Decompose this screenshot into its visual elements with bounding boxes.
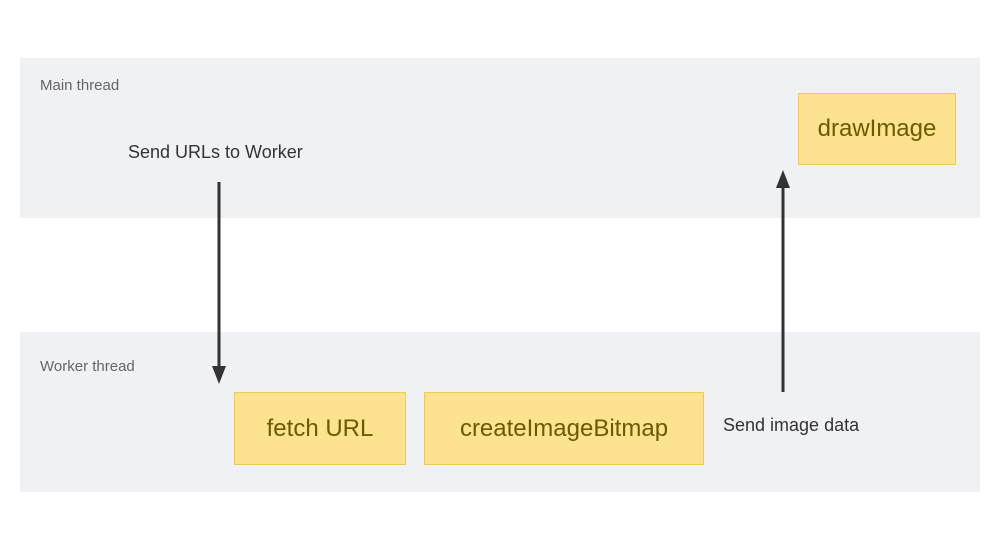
create-image-bitmap-box: createImageBitmap [424, 392, 704, 465]
main-thread-label: Main thread [40, 77, 120, 94]
send-urls-note: Send URLs to Worker [128, 142, 303, 162]
draw-image-box: drawImage [798, 93, 956, 165]
worker-thread-label: Worker thread [40, 358, 135, 375]
fetch-url-box: fetch URL [234, 392, 406, 465]
send-image-data-note: Send image data [723, 415, 860, 435]
